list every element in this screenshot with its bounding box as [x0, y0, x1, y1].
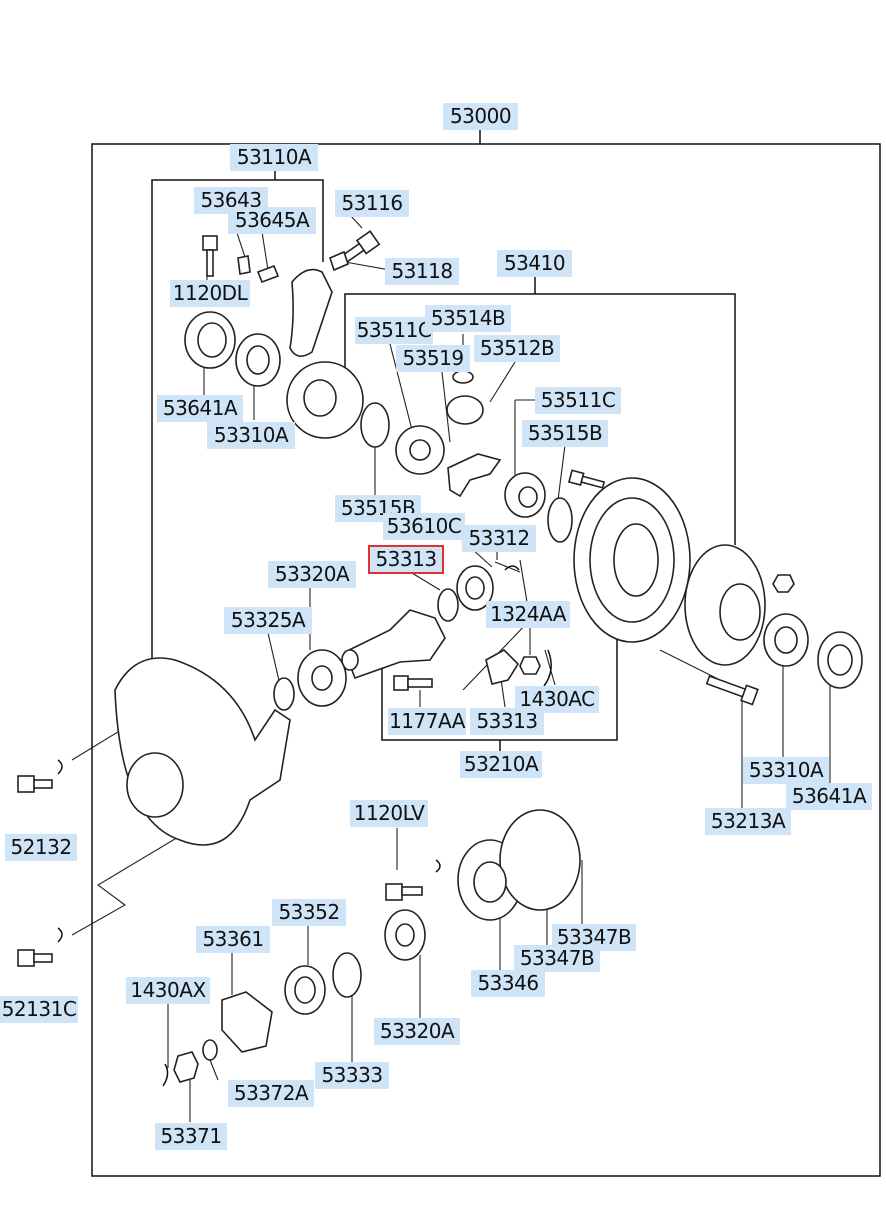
label-53116[interactable]: 53116 — [335, 190, 409, 217]
label-53515B-a[interactable]: 53515B — [335, 495, 421, 522]
label-53312[interactable]: 53312 — [462, 525, 536, 552]
label-52132[interactable]: 52132 — [5, 834, 77, 861]
bolt-52131C — [17, 949, 53, 967]
flange-53361 — [221, 991, 273, 1053]
label-53515B-b[interactable]: 53515B — [522, 420, 608, 447]
label-53512B[interactable]: 53512B — [474, 335, 560, 362]
bearing-cap — [289, 268, 333, 357]
label-53320A-b[interactable]: 53320A — [374, 1018, 460, 1045]
label-53519[interactable]: 53519 — [396, 345, 470, 372]
washer-53515B-a — [360, 402, 390, 448]
bearing-53320A-a — [297, 649, 347, 707]
label-53213A[interactable]: 53213A — [705, 808, 791, 835]
label-53352[interactable]: 53352 — [272, 899, 346, 926]
washer-53515B-b — [547, 497, 573, 543]
washer-53372A — [202, 1039, 218, 1061]
label-53410[interactable]: 53410 — [497, 250, 572, 277]
label-53511C-a[interactable]: 53511C — [355, 317, 433, 344]
label-1324AA[interactable]: 1324AA — [486, 601, 570, 628]
washer-53333 — [332, 952, 362, 998]
nut-right — [772, 574, 795, 593]
diff-case — [286, 361, 364, 439]
label-53514B[interactable]: 53514B — [425, 305, 511, 332]
label-53313-highlighted[interactable]: 53313 — [368, 545, 444, 574]
label-53641A-b[interactable]: 53641A — [786, 783, 872, 810]
bolt-small-right — [567, 469, 606, 489]
label-53372A[interactable]: 53372A — [228, 1080, 314, 1107]
label-1120LV[interactable]: 1120LV — [350, 800, 428, 827]
snapring-53312 — [504, 565, 520, 571]
bearing-53610C — [456, 565, 494, 611]
label-53511C-b[interactable]: 53511C — [535, 387, 621, 414]
label-1177AA[interactable]: 1177AA — [388, 708, 466, 735]
clip-lower — [435, 859, 441, 873]
bracket-53410 — [344, 293, 736, 545]
label-53333[interactable]: 53333 — [315, 1062, 389, 1089]
label-53310A-b[interactable]: 53310A — [743, 757, 829, 784]
nut-1324AA — [519, 656, 541, 675]
bearing-53320A-b — [384, 909, 426, 961]
cotter-1430AC — [543, 649, 552, 687]
shim-53313-a — [437, 588, 459, 622]
nut-53371 — [173, 1051, 199, 1083]
extension-housing — [457, 809, 581, 921]
bolt-52132 — [17, 775, 53, 793]
bracket-53110A — [151, 179, 324, 660]
label-1430AX[interactable]: 1430AX — [126, 977, 210, 1004]
clip-53118 — [329, 250, 349, 272]
label-53361[interactable]: 53361 — [196, 926, 270, 953]
label-53325A[interactable]: 53325A — [224, 607, 312, 634]
seal-53352 — [284, 965, 326, 1015]
side-gear-right — [504, 472, 546, 518]
label-53347B-b[interactable]: 53347B — [514, 945, 600, 972]
drive-pinion — [341, 609, 446, 680]
clip-53643 — [237, 255, 251, 275]
bearing-left — [235, 333, 281, 387]
label-1120DL[interactable]: 1120DL — [170, 280, 250, 307]
washer-52131C — [57, 927, 63, 943]
label-53000[interactable]: 53000 — [443, 103, 518, 130]
clip-53645A — [256, 264, 280, 284]
label-53320A-a[interactable]: 53320A — [268, 561, 356, 588]
bolt-1120DL — [202, 235, 218, 277]
label-53210A[interactable]: 53210A — [460, 751, 542, 778]
label-53641A-a[interactable]: 53641A — [157, 395, 243, 422]
adjuster-ring-left — [184, 311, 236, 369]
cotter-1430AX — [162, 1063, 169, 1087]
pinion-gear-53512B — [446, 395, 484, 425]
label-53610C[interactable]: 53610C — [383, 513, 465, 540]
carrier-housing — [114, 657, 291, 846]
washer-52132 — [57, 759, 63, 775]
ring-gear — [573, 477, 691, 643]
washer-53514B — [452, 370, 474, 384]
side-gear-left — [395, 425, 445, 475]
spider-53519 — [447, 453, 502, 498]
label-53118[interactable]: 53118 — [385, 258, 459, 285]
diff-case-right — [684, 544, 766, 666]
bearing-right — [763, 613, 809, 667]
plate-53313-b — [485, 649, 520, 685]
label-1430AC[interactable]: 1430AC — [515, 686, 599, 713]
adjuster-ring-right — [817, 631, 863, 689]
assembly-frame — [91, 143, 881, 1177]
bolt-53213A — [705, 675, 759, 706]
bolt-1120LV — [385, 883, 423, 901]
label-53310A-a[interactable]: 53310A — [207, 422, 295, 449]
label-53645A[interactable]: 53645A — [228, 207, 316, 234]
label-52131C[interactable]: 52131C — [0, 996, 78, 1023]
spacer-53325A — [273, 677, 295, 711]
bolt-1177AA — [393, 675, 433, 691]
label-53110A[interactable]: 53110A — [230, 144, 318, 171]
label-53371[interactable]: 53371 — [155, 1123, 227, 1150]
label-53346[interactable]: 53346 — [471, 970, 545, 997]
